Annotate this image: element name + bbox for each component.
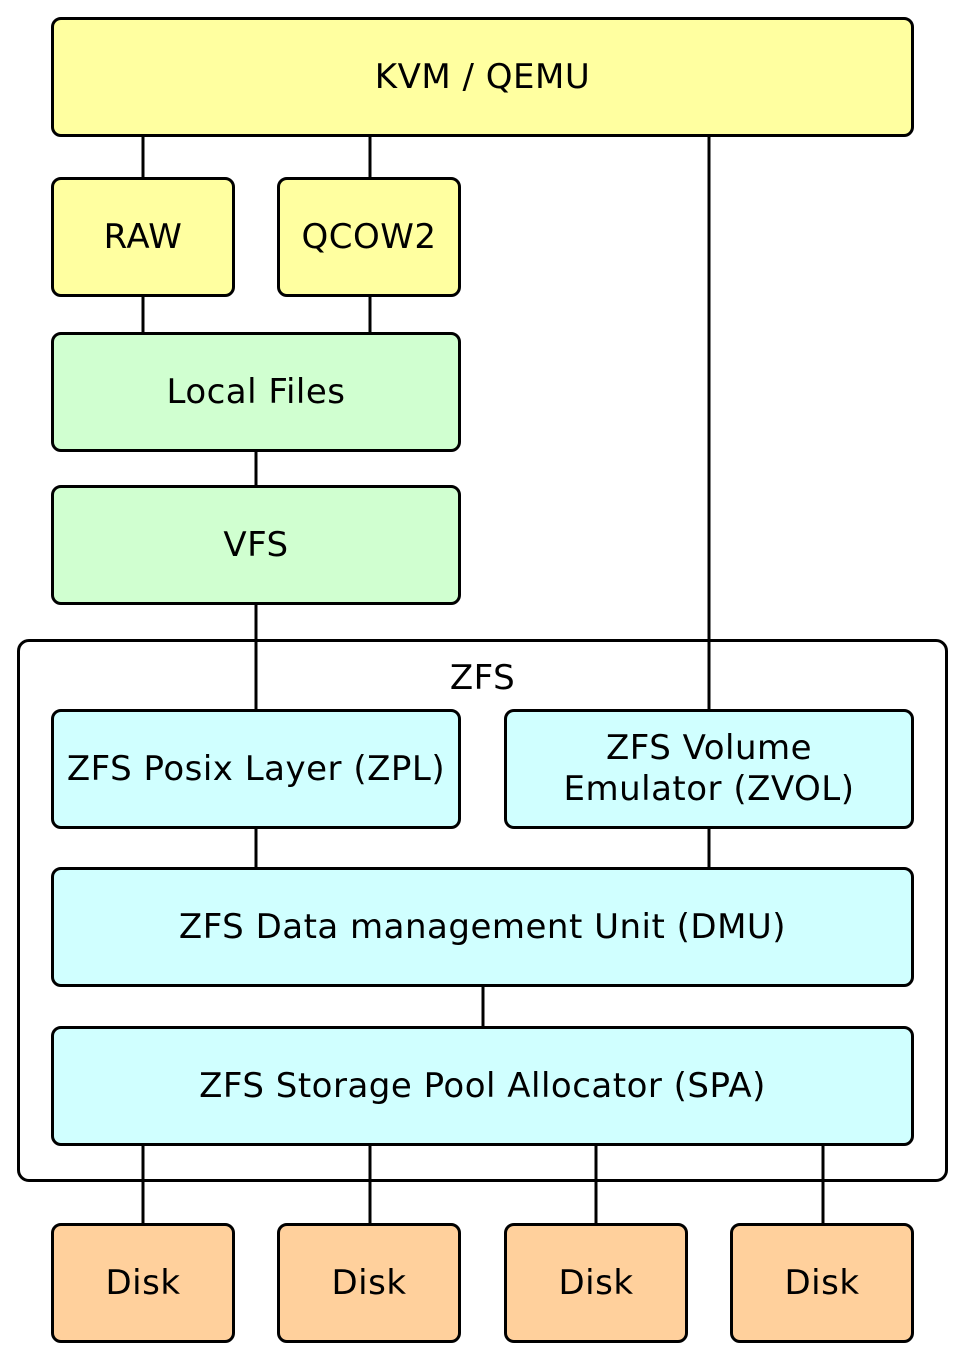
vfs-box: VFS: [51, 485, 461, 605]
disk-box-2: Disk: [277, 1223, 461, 1343]
raw-box: RAW: [51, 177, 235, 297]
disk-box-1: Disk: [51, 1223, 235, 1343]
kvm-qemu-box: KVM / QEMU: [51, 17, 914, 137]
dmu-box: ZFS Data management Unit (DMU): [51, 867, 914, 987]
zpl-box: ZFS Posix Layer (ZPL): [51, 709, 461, 829]
spa-box: ZFS Storage Pool Allocator (SPA): [51, 1026, 914, 1146]
zfs-group-label: ZFS: [449, 658, 516, 698]
disk-box-3: Disk: [504, 1223, 688, 1343]
zvol-box: ZFS Volume Emulator (ZVOL): [504, 709, 914, 829]
zfs-group-container: [17, 639, 948, 1182]
qcow2-box: QCOW2: [277, 177, 461, 297]
local-files-box: Local Files: [51, 332, 461, 452]
disk-box-4: Disk: [730, 1223, 914, 1343]
